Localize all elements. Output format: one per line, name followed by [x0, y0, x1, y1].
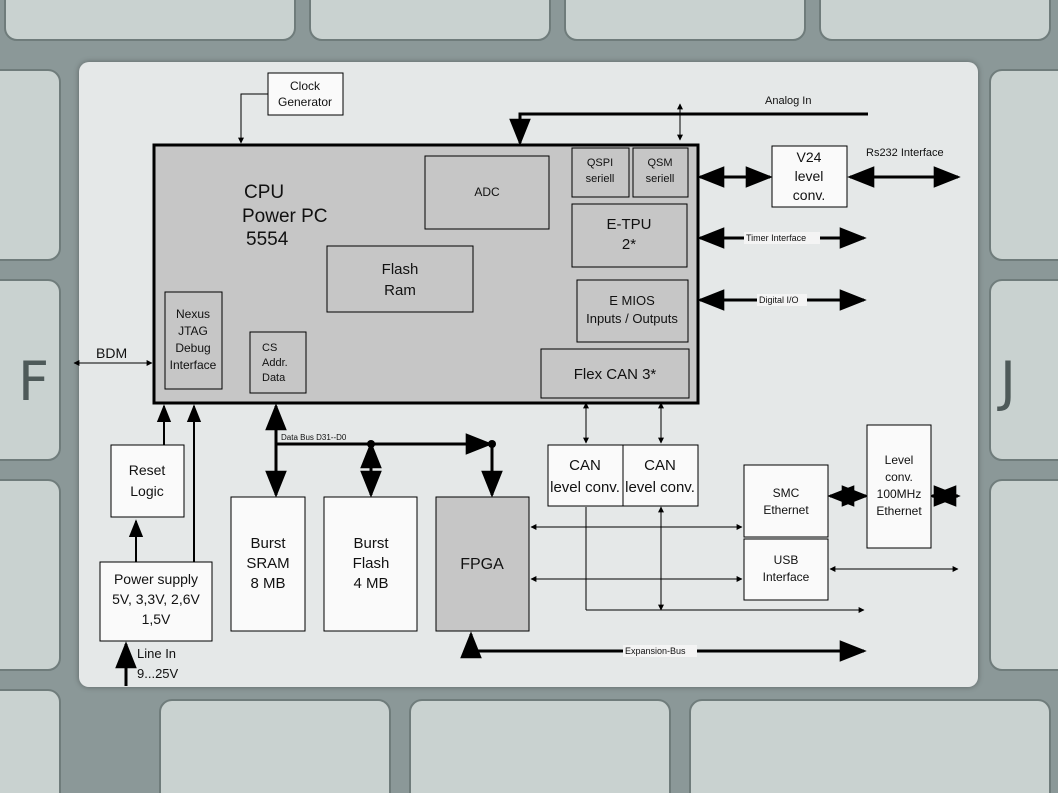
- nexus-label-2: JTAG: [178, 324, 208, 338]
- line-in-label-2: 9...25V: [137, 666, 179, 681]
- bus-junction-2: [488, 440, 496, 448]
- reset-label-2: Logic: [130, 483, 163, 499]
- flash-label-1: Flash: [382, 261, 419, 278]
- smc-label-2: Ethernet: [763, 503, 809, 517]
- bflash-label-1: Burst: [353, 535, 389, 552]
- reset-logic-box: [110, 444, 185, 518]
- flash-ram-box: [326, 245, 474, 313]
- qsm-label-1: QSM: [647, 157, 672, 169]
- power-supply-box: [99, 561, 213, 642]
- bus-junction-1: [367, 440, 375, 448]
- can1-label-1: CAN: [569, 457, 601, 474]
- v24-label-1: V24: [797, 149, 822, 165]
- flexcan-label: Flex CAN 3*: [574, 366, 657, 383]
- can1-label-2: level conv.: [550, 479, 620, 496]
- clock-label-1: Clock: [290, 79, 321, 93]
- can2-label-2: level conv.: [625, 479, 695, 496]
- emios-box: [576, 279, 689, 343]
- fpga-box: [435, 496, 530, 632]
- cs-addr-data-box: [249, 331, 307, 394]
- sram-label-3: 8 MB: [250, 575, 285, 592]
- clock-generator-box: [267, 72, 344, 116]
- data-bus-label: Data Bus D31--D0: [281, 433, 347, 442]
- levelconv-label-3: 100MHz: [877, 487, 922, 501]
- levelconv-label-1: Level: [885, 453, 914, 467]
- cpu-powerpc-label: Power PC: [242, 206, 328, 227]
- qsm-label-2: seriell: [646, 173, 675, 185]
- rs232-label: Rs232 Interface: [866, 147, 944, 159]
- clock-label-2: Generator: [278, 95, 332, 109]
- expansion-label-bg: [623, 645, 697, 657]
- usb-interface-box: [743, 538, 829, 601]
- nexus-jtag-box: [164, 291, 223, 390]
- v24-label-3: conv.: [793, 187, 825, 203]
- nexus-label-3: Debug: [175, 341, 210, 355]
- can-level-conv-1-box: [547, 444, 624, 507]
- etpu-label-2: 2*: [622, 236, 636, 253]
- nexus-label-1: Nexus: [176, 307, 210, 321]
- etpu-label-1: E-TPU: [607, 216, 652, 233]
- levelconv-label-4: Ethernet: [876, 504, 922, 518]
- reset-label-1: Reset: [129, 462, 166, 478]
- level-conv-ethernet-box: [866, 424, 932, 549]
- bflash-label-3: 4 MB: [353, 575, 388, 592]
- adc-label: ADC: [474, 185, 500, 199]
- levelconv-label-2: conv.: [885, 470, 913, 484]
- qspi-label-2: seriell: [586, 173, 615, 185]
- flash-label-2: Ram: [384, 282, 416, 299]
- emios-label-2: Inputs / Outputs: [586, 311, 678, 326]
- nexus-label-4: Interface: [170, 358, 217, 372]
- emios-label-1: E MIOS: [609, 293, 655, 308]
- v24-label-2: level: [795, 168, 824, 184]
- bdm-label: BDM: [96, 345, 127, 361]
- timer-label: Timer Interface: [746, 233, 806, 243]
- cs-label-2: Addr.: [262, 357, 288, 369]
- line-in-label-1: Line In: [137, 646, 176, 661]
- timer-label-bg: [744, 232, 820, 244]
- expansion-bus-arrow: [460, 631, 867, 662]
- qsm-box: [632, 147, 689, 198]
- cs-label-1: CS: [262, 342, 277, 354]
- analog-in-label: Analog In: [765, 95, 811, 107]
- qspi-box: [571, 147, 630, 198]
- can2-label-1: CAN: [644, 457, 676, 474]
- sram-label-1: Burst: [250, 535, 286, 552]
- burst-sram-box: [230, 496, 306, 632]
- expansion-bus-label: Expansion-Bus: [625, 646, 686, 656]
- cs-label-3: Data: [262, 372, 286, 384]
- power-label-2: 5V, 3,3V, 2,6V: [112, 591, 200, 607]
- smc-ethernet-box: [743, 464, 829, 538]
- analog-in-line: [509, 112, 868, 146]
- can-level-conv-2-box: [622, 444, 699, 507]
- connections: [73, 93, 961, 686]
- usb-label-1: USB: [774, 553, 799, 567]
- digital-label: Digital I/O: [759, 295, 799, 305]
- burst-flash-box: [323, 496, 418, 632]
- power-label-1: Power supply: [114, 571, 198, 587]
- etpu-box: [571, 203, 688, 268]
- keycap-f-letter: F: [18, 350, 49, 413]
- cpu-5554-label: 5554: [246, 229, 289, 250]
- digital-label-bg: [757, 294, 807, 306]
- cpu-label: CPU: [244, 182, 284, 203]
- bflash-label-2: Flash: [353, 555, 390, 572]
- power-label-3: 1,5V: [142, 611, 171, 627]
- fpga-label: FPGA: [460, 556, 504, 573]
- usb-label-2: Interface: [763, 570, 810, 584]
- clock-line: [238, 93, 268, 144]
- keycap-j-letter: J: [997, 350, 1016, 413]
- smc-label-1: SMC: [773, 486, 800, 500]
- flexcan-box: [540, 348, 690, 399]
- v24-box: [771, 145, 848, 208]
- sram-label-2: SRAM: [246, 555, 289, 572]
- adc-box: [424, 155, 550, 230]
- qspi-label-1: QSPI: [587, 157, 613, 169]
